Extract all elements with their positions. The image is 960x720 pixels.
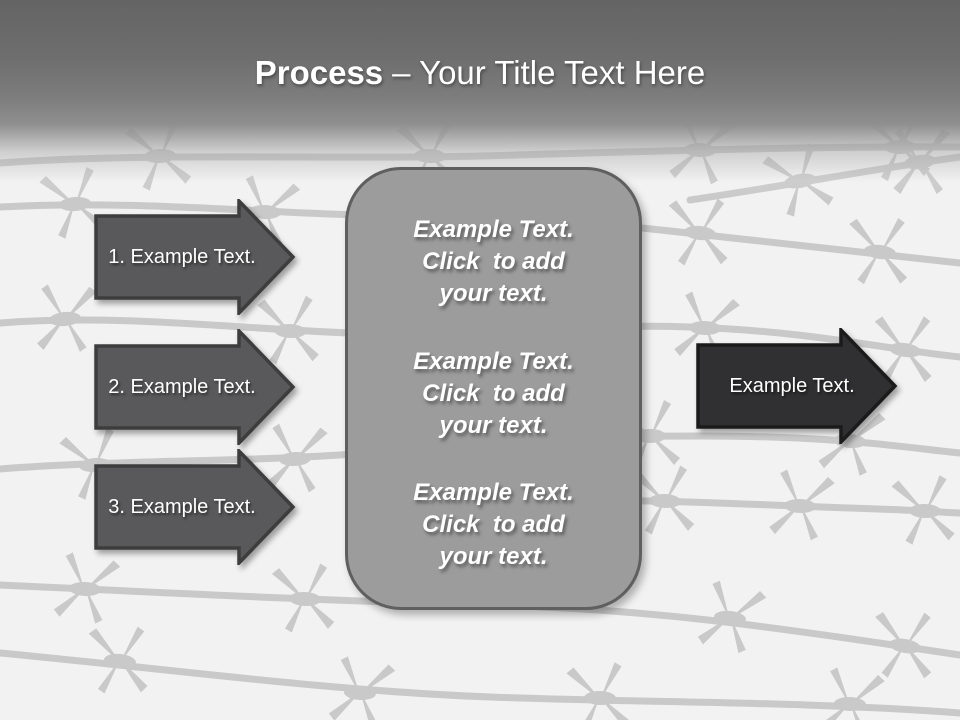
- step-arrow-1-label: 1. Example Text.: [108, 245, 256, 268]
- step-arrow-1[interactable]: 1. Example Text.: [94, 199, 296, 315]
- step-arrow-3-label: 3. Example Text.: [108, 495, 256, 518]
- step-arrow-2-label: 2. Example Text.: [108, 375, 256, 398]
- panel-text-block-1[interactable]: Example Text. Click to add your text.: [413, 216, 574, 307]
- panel-text-block-2[interactable]: Example Text. Click to add your text.: [413, 347, 574, 439]
- result-arrow[interactable]: Example Text.: [696, 328, 898, 444]
- center-panel[interactable]: Example Text. Click to add your text. Ex…: [345, 167, 642, 610]
- result-arrow-label: Example Text.: [729, 374, 855, 397]
- panel-text-block-3[interactable]: Example Text. Click to add your text.: [413, 479, 574, 570]
- title-keyword: Process: [254, 54, 384, 91]
- step-arrow-3[interactable]: 3. Example Text.: [94, 449, 296, 565]
- header-band: [0, 0, 960, 200]
- title-subtitle: – Your Title Text Here: [392, 54, 706, 91]
- right-arrow-shape: [696, 328, 898, 444]
- right-arrow-shape: [94, 329, 296, 445]
- right-arrow-shape: [94, 199, 296, 315]
- page-title[interactable]: Process– Your Title Text Here: [0, 52, 960, 94]
- step-arrow-2[interactable]: 2. Example Text.: [94, 329, 296, 445]
- right-arrow-shape: [94, 449, 296, 565]
